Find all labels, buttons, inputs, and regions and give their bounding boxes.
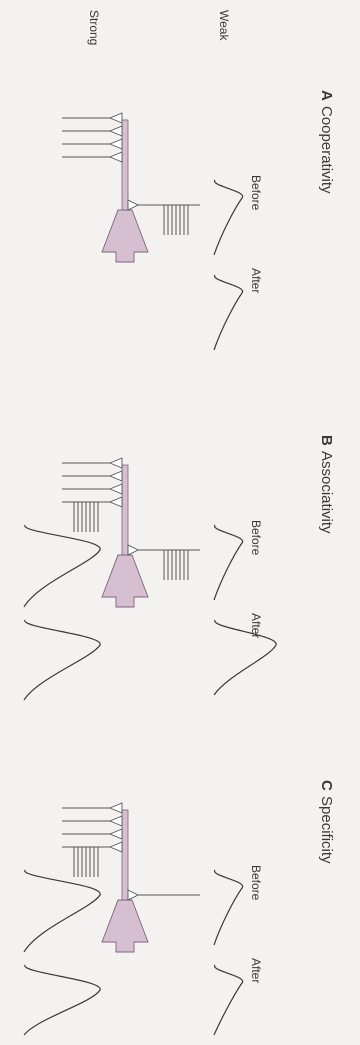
strong-terminal [110,126,122,136]
panel-letter: A [318,90,335,101]
panel-cooperativity: A Cooperativity [62,90,335,350]
dendrite [122,465,128,555]
strong-terminal [110,458,122,468]
panel-associativity: B Associativity [24,435,335,700]
soma [102,210,148,262]
panel-title: Specificity [318,796,335,864]
weak-input-label: Weak [217,10,231,41]
strong-epsp-before-trace [24,525,100,607]
strong-terminal [110,471,122,481]
strong-input-label: Strong [87,10,101,45]
strong-epsp-after-trace [24,620,100,700]
strong-terminal [110,829,122,839]
strong-terminal [110,816,122,826]
strong-epsp-before-trace [24,870,100,952]
weak-epsp-after-trace [214,965,243,1035]
panel-letter: B [318,435,335,446]
weak-epsp-before-trace [214,180,243,255]
stimulus-comb [164,550,188,580]
strong-terminal [110,484,122,494]
strong-terminal [110,113,122,123]
weak-epsp-after-trace [214,620,276,695]
strong-terminal [110,139,122,149]
weak-epsp-before-trace [214,525,243,600]
dendrite [122,120,128,210]
before-label: Before [249,175,263,211]
before-label: Before [249,520,263,556]
weak-epsp-before-trace [214,870,243,945]
strong-terminal [110,842,122,852]
soma [102,555,148,607]
panel-specificity: C Specificity [24,780,335,1035]
strong-epsp-after-trace [24,965,100,1035]
postsynaptic-neuron [102,810,148,952]
stimulus-comb [164,205,188,235]
stimulus-comb [74,847,98,877]
stimulus-comb [74,502,98,532]
weak-terminal [128,890,138,900]
after-label: After [249,268,263,293]
strong-pathway [62,113,122,162]
panel-title: Associativity [318,451,335,534]
postsynaptic-neuron [102,465,148,607]
panel-letter: C [318,780,335,791]
weak-terminal [128,545,138,555]
strong-terminal [110,152,122,162]
strong-terminal [110,803,122,813]
after-label: After [249,958,263,983]
before-label: Before [249,865,263,901]
dendrite [122,810,128,900]
strong-pathway [62,803,122,877]
postsynaptic-neuron [102,120,148,262]
weak-epsp-after-trace [214,275,243,350]
soma [102,900,148,952]
strong-terminal [110,497,122,507]
weak-terminal [128,200,138,210]
panel-title: Cooperativity [318,106,335,194]
weak-pathway [128,890,200,900]
strong-pathway [62,458,122,532]
